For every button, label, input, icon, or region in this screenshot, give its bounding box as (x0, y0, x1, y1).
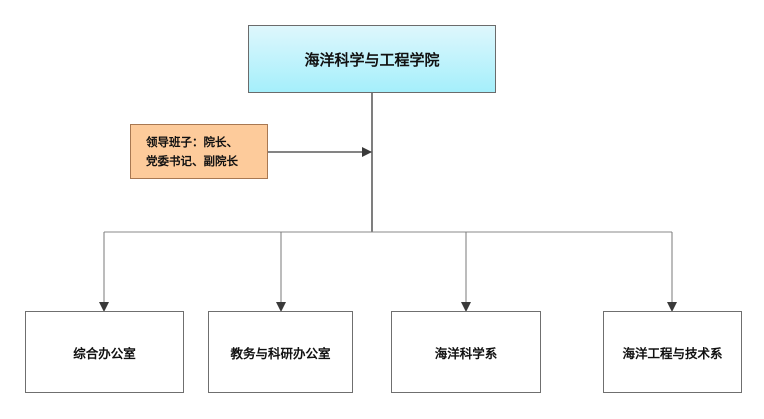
department-node-general-office: 综合办公室 (25, 311, 184, 393)
department-label: 教务与科研办公室 (230, 345, 331, 361)
root-label: 海洋科学与工程学院 (304, 50, 440, 69)
department-node-academic-research-office: 教务与科研办公室 (208, 311, 353, 393)
department-label: 海洋工程与技术系 (622, 345, 723, 361)
leadership-node: 领导班子：院长、 党委书记、副院长 (130, 124, 268, 179)
department-label: 综合办公室 (73, 345, 136, 361)
department-node-marine-engineering: 海洋工程与技术系 (603, 311, 742, 393)
leadership-line-2: 党委书记、副院长 (146, 153, 238, 168)
department-node-marine-science: 海洋科学系 (391, 311, 541, 393)
leadership-line-1: 领导班子：院长、 (146, 134, 238, 149)
department-label: 海洋科学系 (434, 345, 498, 361)
root-node: 海洋科学与工程学院 (248, 25, 496, 93)
